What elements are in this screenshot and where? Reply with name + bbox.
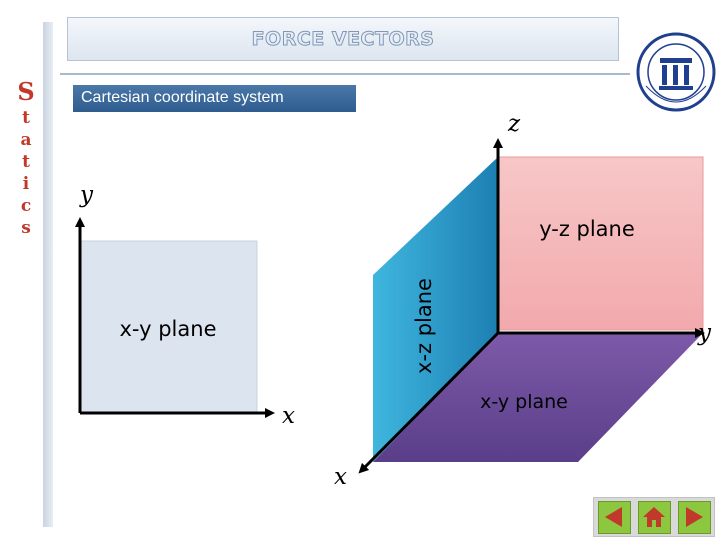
previous-button[interactable] bbox=[597, 500, 631, 534]
x-axis bbox=[358, 331, 500, 474]
y-axis-2d-label: y bbox=[79, 182, 94, 208]
home-button[interactable] bbox=[637, 500, 671, 534]
vertical-letter: t bbox=[22, 152, 30, 172]
vertical-letter: c bbox=[20, 196, 32, 216]
triangle-left-icon bbox=[605, 507, 622, 527]
z-axis-label: z bbox=[507, 111, 521, 137]
vertical-letter: s bbox=[21, 218, 31, 238]
subtitle: Cartesian coordinate system bbox=[81, 89, 284, 106]
slide-navigation bbox=[593, 497, 715, 537]
vertical-word-statics: S t a t i c s bbox=[14, 80, 38, 242]
yz-plane-label: y-z plane bbox=[539, 217, 635, 241]
university-seal-icon bbox=[636, 32, 716, 112]
triangle-right-icon bbox=[686, 507, 703, 527]
vertical-letter: S bbox=[17, 77, 35, 106]
subtitle-banner: Cartesian coordinate system bbox=[73, 85, 356, 112]
xy-plane-3d bbox=[373, 333, 703, 462]
home-icon bbox=[643, 507, 665, 527]
x-axis-label: x bbox=[334, 464, 347, 490]
x-axis-2d-label: x bbox=[282, 403, 295, 429]
xy-plane-label: x-y plane bbox=[480, 391, 568, 413]
vertical-letter: a bbox=[20, 130, 32, 150]
y-axis-label: y bbox=[697, 320, 712, 346]
page-title: FORCE VECTORS bbox=[251, 28, 435, 51]
next-button[interactable] bbox=[677, 500, 711, 534]
xy-plane-2d-label: x-y plane bbox=[119, 317, 216, 341]
xz-plane bbox=[373, 157, 498, 462]
xz-plane-label: x-z plane bbox=[412, 278, 436, 374]
yz-plane bbox=[497, 156, 704, 331]
title-banner: FORCE VECTORS bbox=[67, 17, 619, 61]
side-accent-bar bbox=[43, 22, 53, 527]
title-divider bbox=[60, 73, 630, 75]
vertical-letter: i bbox=[22, 174, 30, 194]
vertical-letter: t bbox=[22, 108, 30, 128]
